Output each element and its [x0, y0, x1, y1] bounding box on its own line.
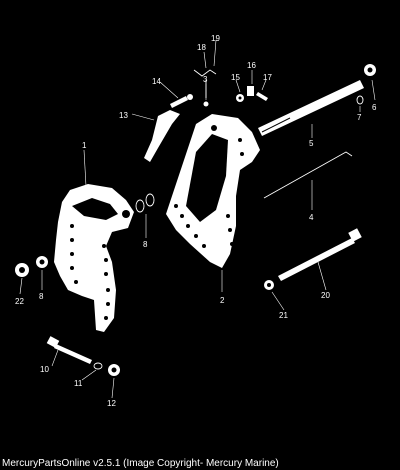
washer-15[interactable] — [236, 94, 244, 102]
tilt-tube[interactable] — [258, 80, 364, 136]
pin-17[interactable] — [256, 92, 268, 101]
callout-5: 5 — [309, 139, 314, 148]
callout-8-left: 8 — [39, 292, 44, 301]
callout-20: 20 — [321, 291, 330, 300]
long-bolt[interactable] — [278, 228, 362, 281]
tube-nut[interactable] — [364, 64, 376, 76]
small-bolt-14[interactable] — [170, 94, 193, 108]
bolt-10[interactable] — [46, 336, 92, 364]
leader-lines — [19, 39, 376, 399]
callout-6: 6 — [372, 103, 377, 112]
callout-13: 13 — [119, 111, 128, 120]
callout-1: 1 — [82, 141, 87, 150]
callout-19: 19 — [211, 34, 220, 43]
bent-rod[interactable] — [263, 151, 353, 199]
spacer-16[interactable] — [247, 86, 254, 96]
callout-18: 18 — [197, 43, 206, 52]
nut-21[interactable] — [264, 280, 274, 290]
washer-11[interactable] — [93, 362, 103, 370]
nut-22[interactable] — [15, 263, 29, 277]
washer-8-center[interactable] — [135, 193, 155, 213]
nut-12[interactable] — [108, 364, 120, 376]
callout-7: 7 — [357, 113, 362, 122]
callout-22: 22 — [15, 297, 24, 306]
swivel-bracket[interactable] — [166, 114, 260, 268]
tilt-lever[interactable] — [144, 110, 180, 162]
callout-11: 11 — [74, 379, 83, 388]
callout-4: 4 — [309, 213, 314, 222]
callout-12: 12 — [107, 399, 116, 408]
callout-10: 10 — [40, 365, 49, 374]
tube-washer[interactable] — [356, 95, 364, 105]
clamp-bracket-left[interactable] — [54, 184, 134, 332]
callout-16: 16 — [247, 61, 256, 70]
copyright-caption: MercuryPartsOnline v2.5.1 (Image Copyrig… — [2, 458, 279, 469]
callout-8-center: 8 — [143, 240, 148, 249]
callout-2: 2 — [220, 296, 225, 305]
callout-3: 3 — [203, 75, 208, 84]
washer-8-left[interactable] — [36, 256, 48, 268]
callout-21: 21 — [279, 311, 288, 320]
callout-17: 17 — [263, 73, 272, 82]
callout-15: 15 — [231, 73, 240, 82]
callout-14: 14 — [152, 77, 161, 86]
